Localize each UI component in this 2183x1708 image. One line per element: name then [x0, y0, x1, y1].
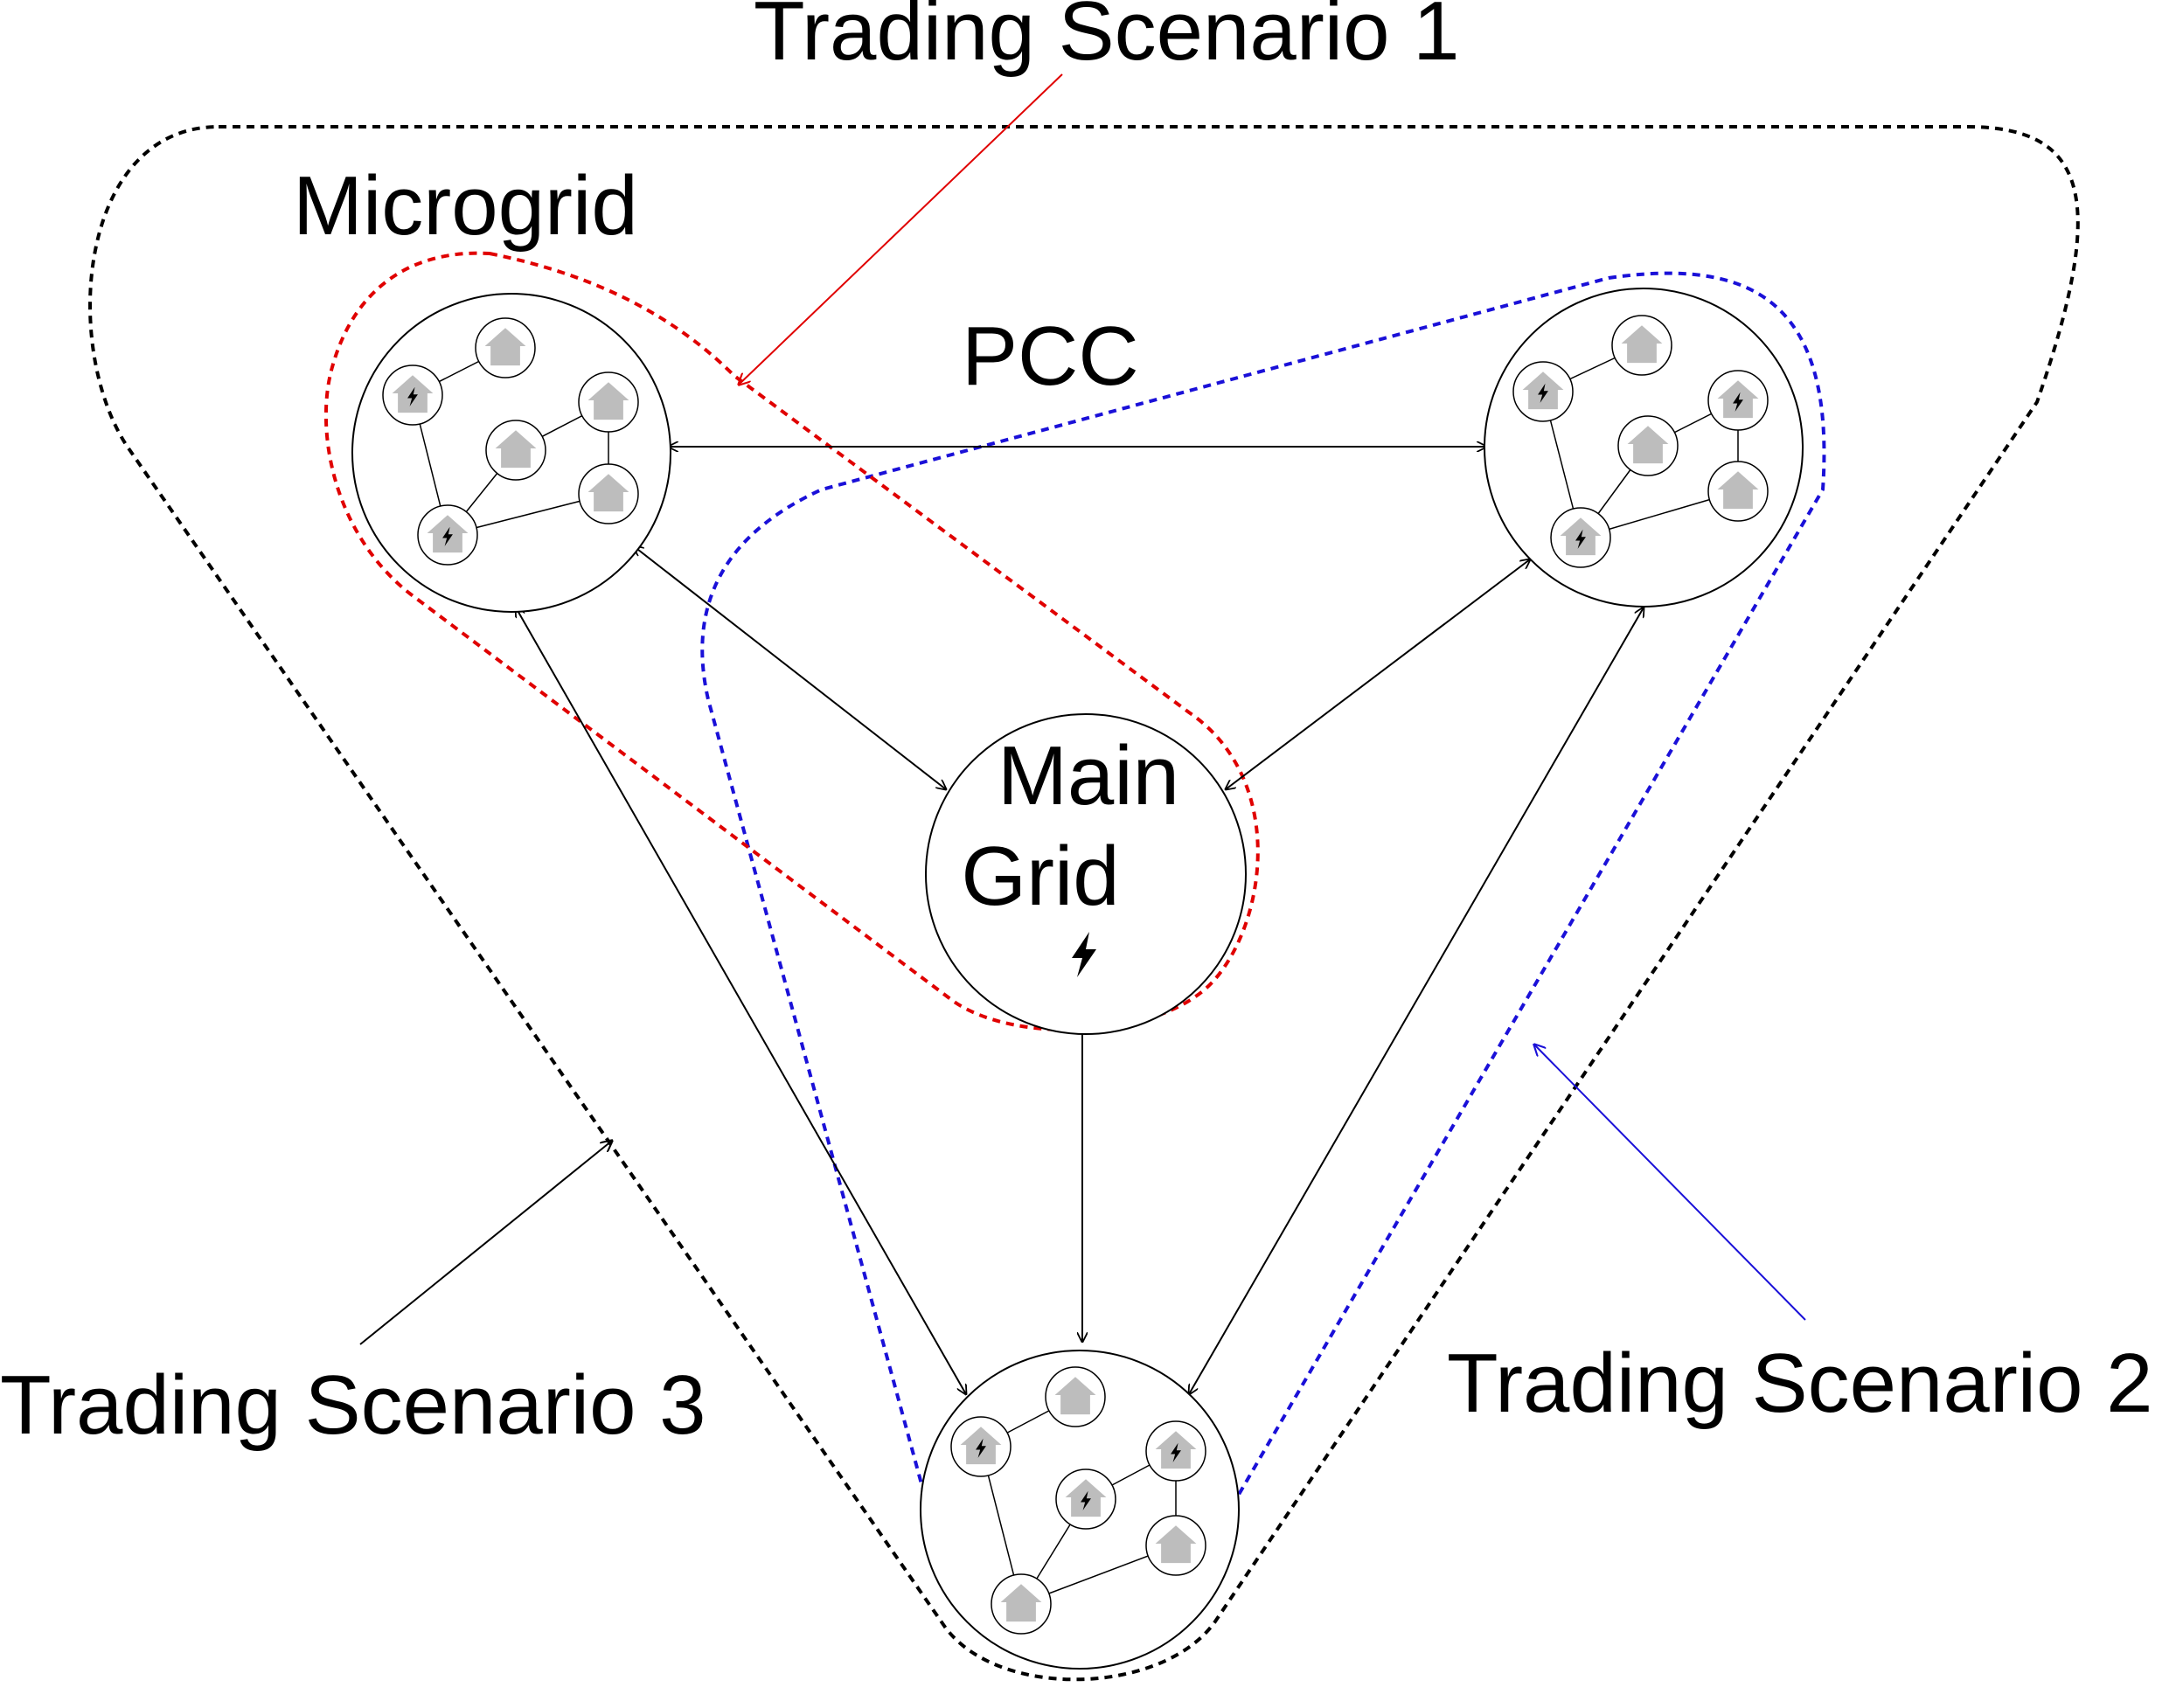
node-3 [578, 371, 639, 433]
microgrid-label: Microgrid [293, 159, 638, 253]
main-grid: Main Grid [925, 713, 1247, 1035]
node-6 [1550, 507, 1611, 568]
arrow-right-bottom [1189, 608, 1644, 1394]
node-4 [1617, 415, 1679, 476]
node-5 [1707, 461, 1769, 522]
scenario-3-pointer [359, 1141, 612, 1345]
trading-scenario-3-boundary [88, 125, 2080, 1682]
node-3 [1707, 370, 1769, 431]
arrow-left-bottom [516, 608, 966, 1394]
node-3 [1145, 1420, 1206, 1482]
arrow-right-main [1226, 559, 1530, 789]
pcc-label: PCC [962, 309, 1139, 403]
node-1 [382, 365, 443, 426]
microgrid-top-left [351, 293, 671, 613]
node-1 [1512, 361, 1574, 422]
trading-scenario-1-label: Trading Scenario 1 [754, 0, 1460, 78]
main-grid-label-line2: Grid [961, 830, 1119, 923]
scenario-2-pointer [1534, 1045, 1806, 1321]
main-grid-label-line1: Main [998, 729, 1179, 823]
node-2 [475, 317, 536, 378]
pcc-connections [516, 447, 1644, 1394]
arrow-left-main [634, 546, 946, 789]
microgrid-top-right [1484, 288, 1804, 608]
node-2 [1611, 315, 1672, 376]
node-6 [417, 504, 478, 566]
trading-scenario-2-label: Trading Scenario 2 [1447, 1337, 2153, 1430]
node-4 [1055, 1468, 1116, 1530]
microgrid-bottom [920, 1350, 1240, 1670]
node-5 [1145, 1515, 1206, 1576]
node-1 [950, 1416, 1012, 1477]
node-5 [578, 463, 639, 524]
node-4 [485, 420, 546, 481]
node-6 [991, 1573, 1052, 1635]
node-2 [1045, 1366, 1106, 1427]
scenario-1-pointer [739, 73, 1063, 385]
trading-scenario-3-label: Trading Scenario 3 [0, 1358, 706, 1452]
